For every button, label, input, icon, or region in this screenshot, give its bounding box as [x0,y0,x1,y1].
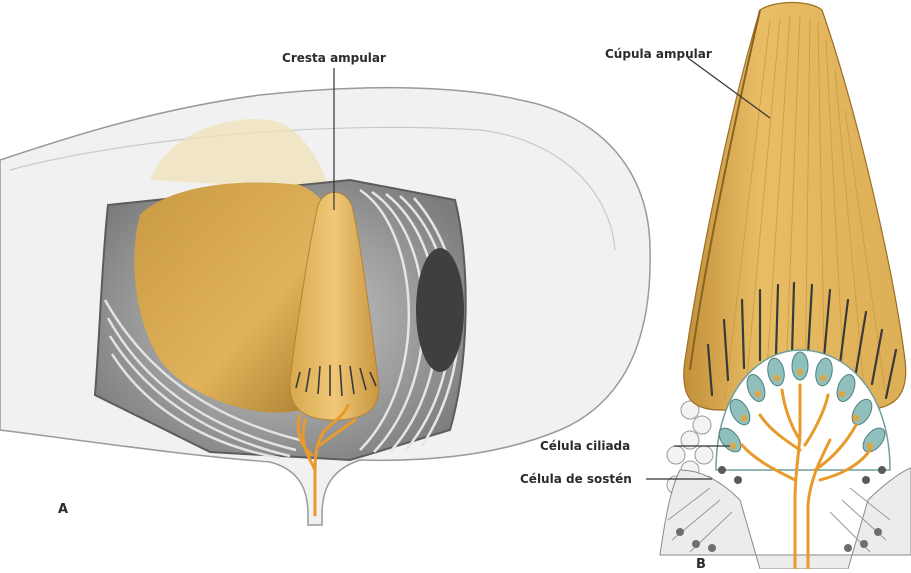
panel-label-b: B [696,557,706,569]
label-cresta-ampular: Cresta ampular [282,51,386,65]
label-cupula-ampular: Cúpula ampular [605,47,712,61]
panel-a: Cresta ampular A [0,51,650,525]
panel-label-a: A [58,502,68,517]
label-celula-sosten: Célula de sostén [520,472,632,486]
canal-lumen [416,248,464,372]
label-celula-ciliada: Célula ciliada [540,439,630,453]
